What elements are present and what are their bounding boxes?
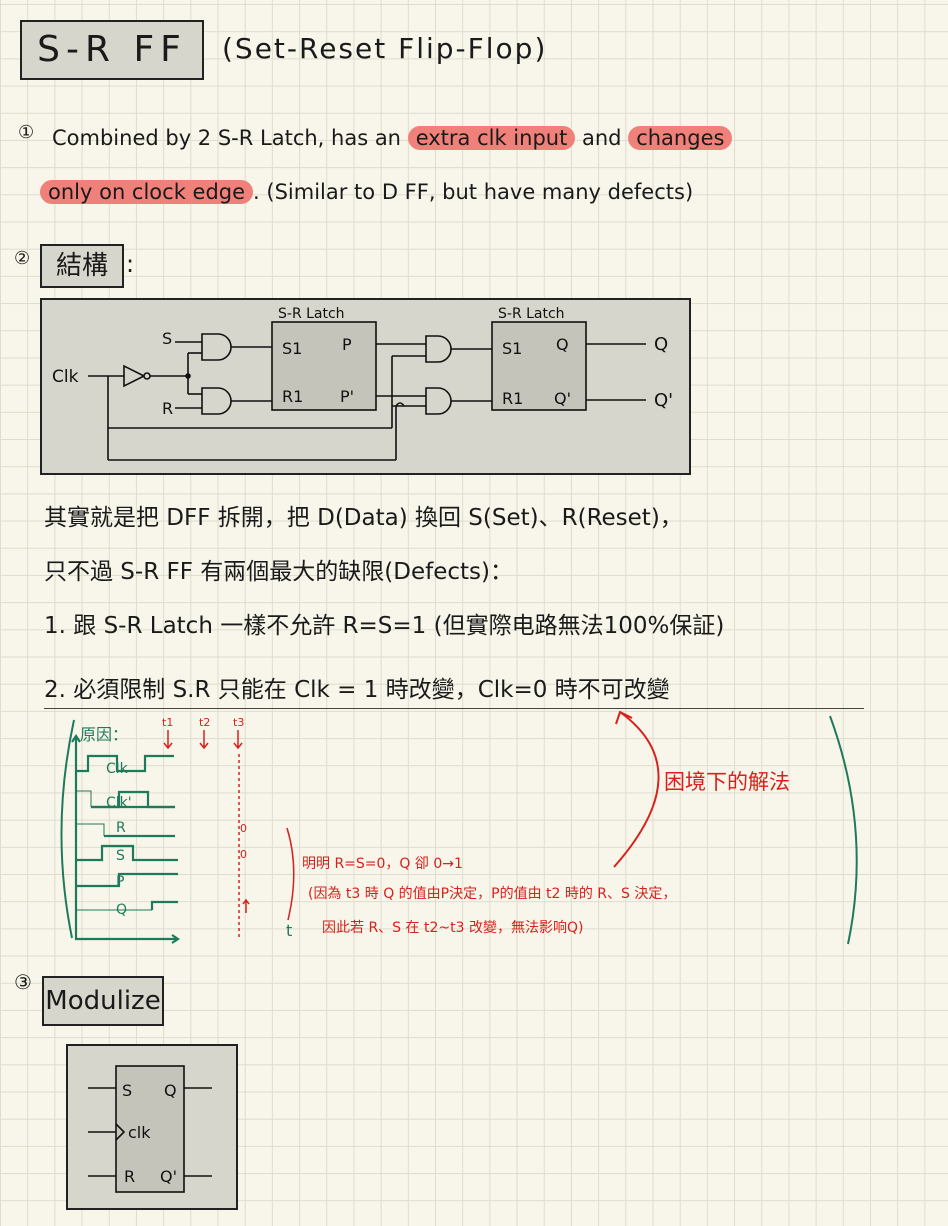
latch1-p: P [342, 335, 352, 354]
module-qp: Q' [160, 1167, 177, 1186]
defect-2-part2: ，Clk=0 時不可改變 [454, 677, 670, 703]
and-gate-s [201, 333, 232, 361]
note-3: 因此若 R、S 在 t2~t3 改變，無法影响Q) [322, 920, 583, 936]
defect-1: 1. 跟 S-R Latch 一樣不允許 R=S=1 (但實際电路無法100%保… [44, 613, 725, 639]
t1-label: t1 [162, 716, 173, 729]
note-1: 明明 R=S=0，Q 卻 0→1 [302, 856, 463, 872]
input-r: R [162, 399, 173, 418]
latch2-s1: S1 [502, 339, 522, 358]
signal-p: P [116, 874, 124, 890]
wave-clk [76, 754, 174, 773]
explanation-line1: 其實就是把 DFF 拆開，把 D(Data) 換回 S(Set)、R(Reset… [44, 505, 683, 531]
input-s: S [162, 329, 172, 348]
output-qp: Q' [654, 390, 673, 411]
module-symbol: S clk R Q Q' [66, 1044, 238, 1210]
latch1-s1: S1 [282, 339, 302, 358]
section1-line1: Combined by 2 S-R Latch, has an extra cl… [52, 120, 733, 156]
ff-block [115, 1065, 185, 1193]
subtitle: (Set-Reset Flip-Flop) [222, 32, 548, 65]
module-r: R [124, 1167, 135, 1186]
colon: : [126, 250, 135, 278]
explanation-line2: 只不過 S-R FF 有兩個最大的缺限(Defects)： [44, 559, 513, 585]
section3-number: ③ [14, 970, 32, 994]
signal-r: R [116, 820, 126, 836]
latch1-title: S-R Latch [278, 306, 345, 322]
signal-clk: Clk [106, 761, 129, 777]
text: and [582, 126, 622, 150]
bracket-left [60, 719, 75, 939]
not-gate [123, 364, 146, 388]
input-clk: Clk [52, 367, 79, 387]
module-clk: clk [128, 1123, 151, 1142]
latch2-qp: Q' [554, 389, 571, 408]
signal-clk-prime: Clk' [106, 795, 132, 811]
latch1-r1: R1 [282, 387, 303, 406]
section2-heading: 結構 [40, 244, 124, 288]
section3-heading: Modulize [42, 976, 164, 1026]
and-gate-r [201, 387, 232, 415]
and-gate-pp [425, 387, 452, 415]
signal-q: Q [116, 902, 127, 918]
r-zero-mark: 0 [240, 822, 247, 835]
bracket-red [286, 827, 295, 921]
text: Combined by 2 S-R Latch, has an [52, 126, 401, 150]
t3-label: t3 [233, 716, 244, 729]
section1-number: ① [18, 122, 35, 143]
and-gate-p [425, 335, 452, 363]
reason-label: 原因： [80, 725, 128, 744]
timing-diagram: 原因： Clk Clk' R S P Q t [60, 710, 858, 945]
latch2-q: Q [556, 335, 569, 354]
module-s: S [122, 1081, 132, 1100]
arrow-up [613, 710, 660, 868]
defect-2-part1: 2. 必須限制 S.R 只能在 Clk = 1 時改變 [44, 677, 455, 703]
highlight-extra-clk: extra clk input [407, 126, 576, 150]
output-q: Q [654, 334, 668, 355]
sr-latch-1 [271, 321, 377, 411]
section2-number: ② [14, 248, 31, 269]
text: . (Similar to D FF, but have many defect… [253, 180, 694, 204]
note-2: (因為 t3 時 Q 的值由P決定，P的值由 t2 時的 R、S 決定， [308, 886, 676, 902]
latch2-title: S-R Latch [498, 306, 565, 322]
latch1-pp: P' [340, 387, 354, 406]
sr-latch-2 [491, 321, 587, 411]
bracket-right [829, 715, 858, 945]
circuit-diagram: S-R Latch S-R Latch S R Clk S1 R1 P P' S… [40, 298, 691, 475]
title-box: S-R FF [20, 20, 204, 80]
section1-line2: only on clock edge. (Similar to D FF, bu… [40, 174, 693, 210]
t2-label: t2 [199, 716, 210, 729]
latch2-r1: R1 [502, 389, 523, 408]
axis-t-label: t [286, 921, 292, 940]
defect-2: 2. 必須限制 S.R 只能在 Clk = 1 時改變，Clk=0 時不可改變 [44, 670, 864, 709]
highlight-clock-edge: only on clock edge [40, 180, 254, 204]
title: S-R FF [37, 29, 187, 70]
dilemma-solution-label: 困境下的解法 [664, 770, 790, 794]
highlight-changes: changes [628, 126, 733, 150]
time-axis [74, 736, 178, 941]
module-q: Q [164, 1081, 177, 1100]
signal-s: S [116, 848, 125, 864]
s-zero-mark: 0 [240, 848, 247, 861]
clock-edge-icon [115, 1123, 126, 1141]
